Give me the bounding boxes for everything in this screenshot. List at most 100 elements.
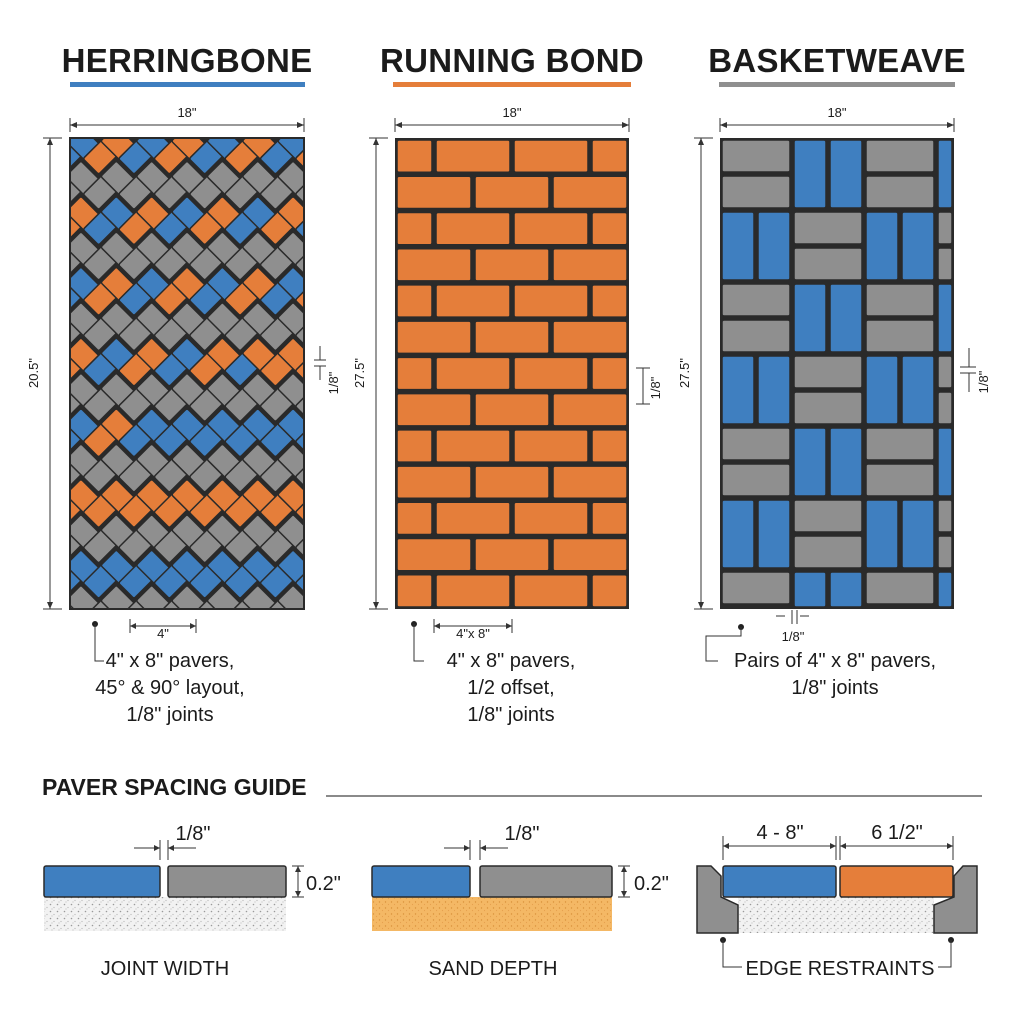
herringbone-paver [631, 126, 680, 175]
herringbone-paver [313, 585, 362, 634]
herringbone-paver [0, 514, 43, 563]
herringbone-paver [0, 868, 43, 917]
herringbone-paver [101, 797, 150, 846]
herringbone-pavers [0, 0, 715, 917]
herringbone-paver [331, 762, 380, 811]
herringbone-paver [507, 0, 556, 33]
herringbone-paver [242, 585, 291, 609]
herringbone-paver [666, 267, 715, 316]
herringbone-paver [260, 691, 309, 740]
herringbone-paver [631, 797, 680, 846]
herringbone-paver [348, 797, 397, 846]
herringbone-paver [613, 0, 662, 33]
herringbone-paver [0, 833, 26, 882]
basketweave-height-label: 27.5" [677, 358, 692, 388]
herringbone-paver [260, 620, 309, 669]
herringbone-paver [12, 302, 61, 351]
running-bond-paver [591, 574, 628, 608]
herringbone-paver [295, 231, 304, 281]
herringbone-paver [331, 126, 380, 175]
joint-width-base [44, 897, 286, 931]
herringbone-paver [101, 727, 150, 776]
basketweave-paver [865, 571, 935, 605]
herringbone-paver [313, 90, 362, 139]
herringbone-paver [277, 514, 304, 564]
herringbone-paver [543, 0, 592, 33]
herringbone-paver [207, 727, 256, 776]
herringbone-paver [401, 762, 450, 811]
herringbone-paver [666, 585, 715, 634]
herringbone-paver [666, 727, 715, 776]
herringbone-paver [295, 620, 344, 669]
herringbone-paver [0, 620, 26, 669]
herringbone-paver [454, 0, 503, 33]
running-bond-width-label: 18" [502, 105, 521, 120]
herringbone-paver [0, 620, 43, 669]
herringbone-paver [12, 90, 61, 139]
herringbone-paver [0, 444, 26, 493]
herringbone-paver [401, 797, 450, 846]
herringbone-paver [649, 267, 698, 316]
herringbone-paver [0, 408, 26, 457]
herringbone-paver-label: 4" [157, 626, 169, 641]
sand-depth-base [372, 897, 612, 931]
herringbone-paver [366, 727, 415, 776]
herringbone-paver [560, 691, 609, 740]
herringbone-title: HERRINGBONE [62, 42, 313, 79]
running-bond-paver [513, 574, 589, 608]
herringbone-paver [0, 656, 8, 705]
herringbone-paver [260, 727, 309, 776]
herringbone-paver [313, 126, 362, 175]
herringbone-paver [437, 727, 486, 776]
herringbone-paver [649, 762, 698, 811]
basketweave-paver [937, 139, 953, 209]
herringbone-paver [578, 0, 627, 33]
herringbone-paver [0, 797, 43, 846]
basketweave-paver [721, 355, 755, 425]
herringbone-paver [631, 620, 680, 669]
herringbone-paver [666, 126, 715, 175]
herringbone-paver [0, 444, 43, 493]
herringbone-paver [0, 19, 43, 68]
herringbone-paver [331, 444, 380, 493]
herringbone-paver [242, 620, 291, 669]
basketweave-underline [719, 82, 955, 87]
herringbone-paver [100, 585, 150, 609]
herringbone-paver [277, 337, 304, 387]
herringbone-paver [100, 138, 150, 139]
sand-depth-gray-paver [479, 865, 613, 898]
herringbone-paver [0, 161, 8, 210]
edge-restraints-label: EDGE RESTRAINTS [746, 958, 935, 980]
herringbone-paver [348, 479, 397, 528]
herringbone-paver [12, 55, 61, 104]
herringbone-paver [543, 727, 592, 776]
herringbone-paver [12, 232, 61, 281]
herringbone-paver [631, 408, 680, 457]
herringbone-paver [12, 656, 61, 705]
herringbone-paver [331, 797, 380, 846]
running-bond-paver [435, 284, 511, 318]
herringbone-paver [0, 444, 8, 493]
herringbone-paver [649, 514, 698, 563]
herringbone-paver [507, 762, 556, 811]
herringbone-paver [0, 691, 43, 740]
herringbone-paver [331, 19, 380, 68]
herringbone-paver [666, 691, 715, 740]
herringbone-paver [437, 797, 486, 846]
herringbone-paver [596, 691, 645, 740]
herringbone-paver [295, 408, 304, 458]
herringbone-paver [560, 797, 609, 846]
herringbone-paver [278, 727, 327, 776]
herringbone-paver [331, 302, 380, 351]
running-bond-paver [513, 211, 589, 246]
running-bond-joint-label: 1/8" [648, 376, 663, 399]
running-bond-paver [474, 537, 550, 572]
herringbone-paver [12, 196, 61, 245]
running-bond-paver [435, 356, 511, 391]
herringbone-width-label: 18" [177, 105, 196, 120]
running-bond-paver [396, 247, 472, 282]
herringbone-paver [331, 656, 380, 705]
herringbone-paver [313, 408, 362, 457]
herringbone-paver [0, 585, 26, 634]
herringbone-paver [0, 727, 43, 776]
